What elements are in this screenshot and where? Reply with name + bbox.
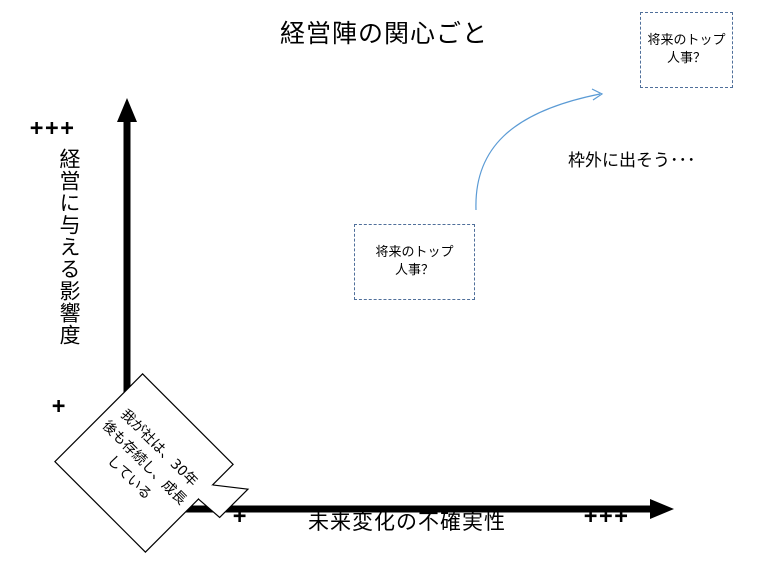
outside-frame-note: 枠外に出そう･･･ [568,151,696,171]
future-top-box-line2: 人事？ [666,51,706,66]
x-axis-low-mark: + [233,504,249,529]
future-top-box: 将来のトップ 人事？ [640,12,733,88]
future-mid-box-line1: 将来のトップ [375,245,454,260]
curve-arrow [475,93,601,211]
future-mid-box-line2: 人事？ [394,263,434,278]
x-axis-high-mark: +++ [584,504,630,529]
y-axis-arrowhead [117,98,137,122]
x-axis-label: 未来変化の不確実性 [308,510,506,534]
diagram-title: 経営陣の関心ごと [279,19,488,48]
curve-arrow-head [591,88,604,101]
x-axis-arrowhead [650,499,674,519]
y-axis-label: 経営に与える影響度 [57,148,81,346]
future-mid-box: 将来のトップ 人事？ [354,224,475,300]
callout-shape [54,373,250,553]
y-axis-high-mark: +++ [30,116,76,141]
y-axis-low-mark: + [52,394,68,419]
future-top-box-line1: 将来のトップ [647,33,726,48]
